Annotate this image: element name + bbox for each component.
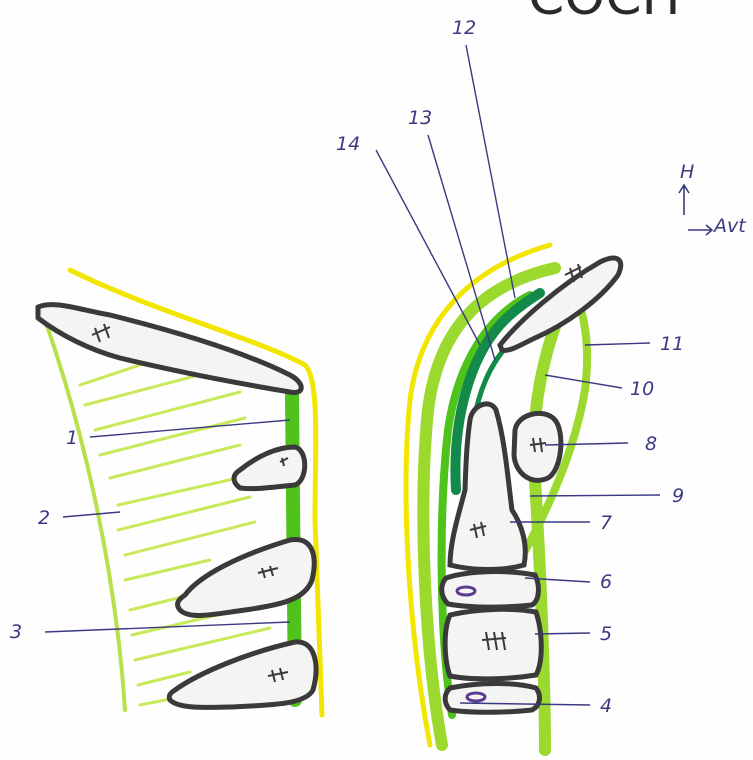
label-9: 9 [672,485,684,507]
right-oval-bone [514,413,561,480]
orientation-up-label: H [680,161,694,183]
top-heading: COCH [528,0,681,27]
label-5: 5 [600,623,612,645]
up-arrow-icon [679,185,689,215]
left-upper-bone [38,305,301,393]
label-14: 14 [336,133,360,155]
label-8: 8 [645,433,657,455]
left-small-bone [234,447,305,489]
left-figure [38,270,322,715]
orientation-key: H Avt [679,161,747,237]
label-6: 6 [600,571,612,593]
label-7: 7 [600,512,612,534]
left-lower-bone [169,642,316,708]
label-11: 11 [660,333,684,355]
label-4: 4 [600,695,612,717]
label-12: 12 [452,17,476,39]
anterior-arrow-icon [688,225,712,235]
label-2: 2 [38,507,50,529]
label-1: 1 [66,427,78,449]
label-3: 3 [10,621,22,643]
right-disc-4 [445,684,539,713]
label-13: 13 [408,107,432,129]
orientation-anterior-label: Avt [712,215,747,237]
right-vertebral-body-5 [445,609,541,679]
right-figure [406,245,621,750]
label-10: 10 [630,378,654,400]
